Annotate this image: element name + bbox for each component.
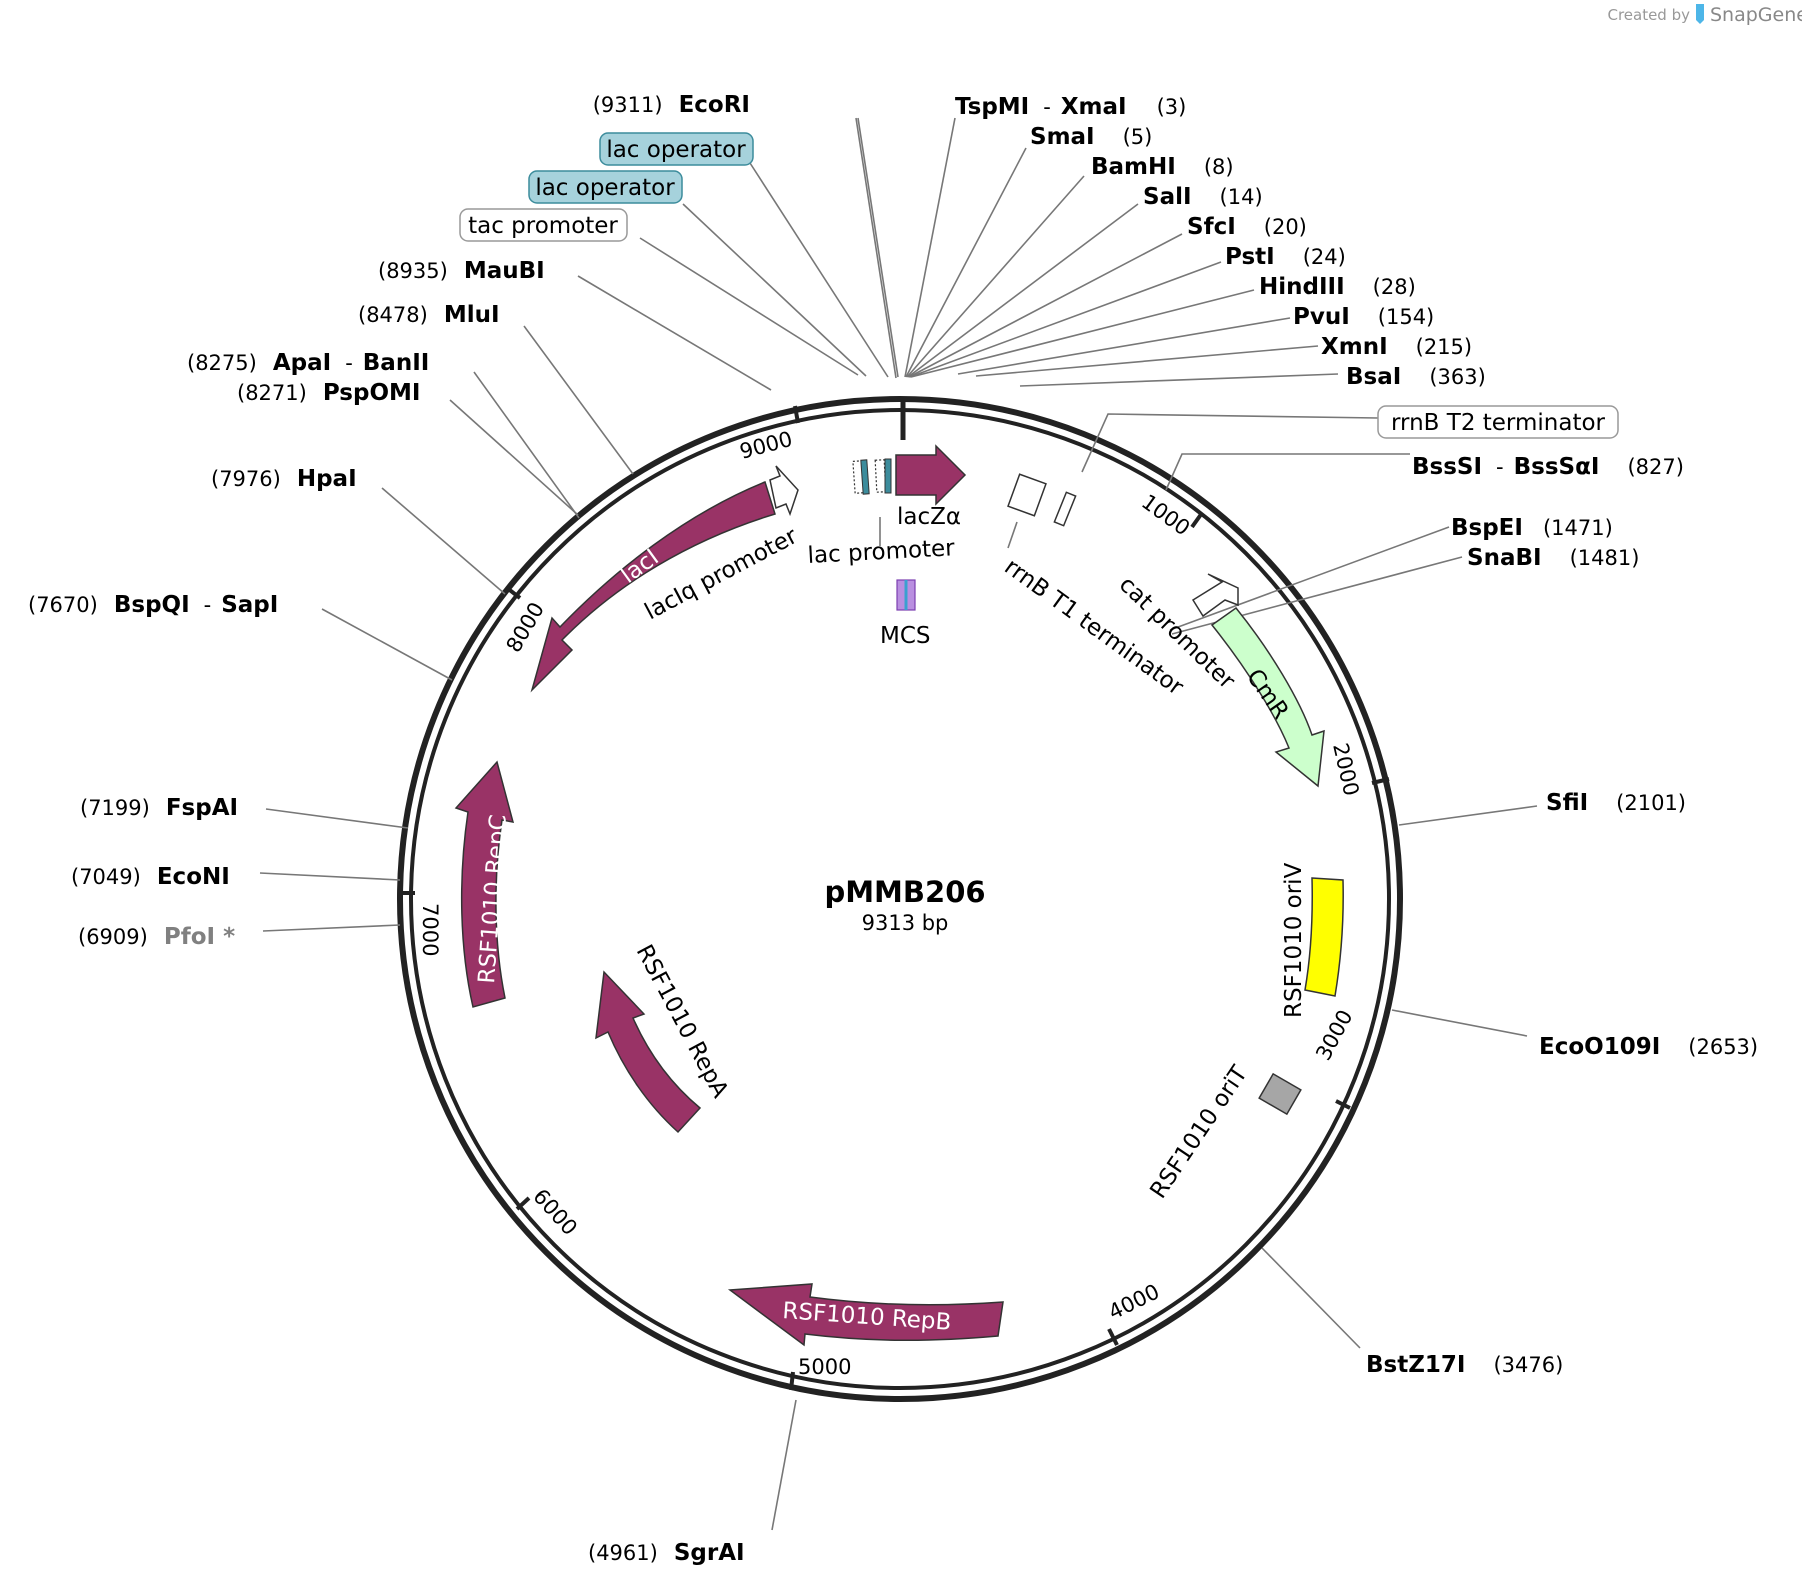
site-label-sali: SalI(14) [1143,184,1263,210]
site-label-econi: (7049)EcoNI [71,864,230,890]
tac-promoter-label: tac promoter [459,208,628,242]
rsf1010-orit-label: RSF1010 oriT [1145,1061,1253,1204]
site-label-psti: PstI(24) [1225,244,1346,270]
site-label-pspomi: (8271)PspOMI [237,380,420,406]
rrnb-t2-terminator-feature [1053,491,1077,527]
site-label-hpai: (7976)HpaI [211,466,357,492]
svg-text:tac promoter: tac promoter [468,213,618,239]
mcs-feature [896,579,916,611]
site-label-bsai: BsaI(363) [1346,364,1486,390]
site-label-sfii: SfiI(2101) [1546,790,1686,816]
site-label-maubi: (8935)MauBI [378,258,545,284]
site-label-apai-banii: (8275)ApaI-BanII [187,350,429,376]
site-leader-lines [259,117,1538,1531]
plasmid-length: 9313 bp [862,911,949,935]
mcs-label: MCS [880,623,931,649]
rsf1010-repa-feature [595,970,702,1134]
lacza-label: lacZα [897,504,961,530]
cat-promoter-feature [1191,573,1239,618]
tick-label-1000: 1000 [1137,490,1194,541]
laci-feature [530,480,776,693]
lac-operator-marks [852,458,892,495]
snapgene-logo-icon [1696,4,1704,24]
rsf1010-oriv-feature [1304,877,1344,997]
plasmid-name: pMMB206 [824,875,985,909]
site-label-bstz17i: BstZ17I(3476) [1366,1352,1563,1378]
site-label-ecori: (9311)EcoRI [593,92,750,118]
rsf1010-orit-feature [1258,1072,1302,1116]
svg-text:rrnB T2 terminator: rrnB T2 terminator [1391,410,1606,436]
laciq-promoter-feature [769,465,799,517]
site-label-pvui: PvuI(154) [1293,304,1434,330]
site-label-fspai: (7199)FspAI [80,795,238,821]
lacza-feature [895,444,967,506]
backbone-outer-ring [397,396,1403,1402]
site-label-tspmi-xmai: TspMI-XmaI(3) [955,94,1186,120]
site-label-bsssi-bssssai: BssSI-BssSαI(827) [1412,454,1684,480]
rrnb-t2-terminator-label: rrnB T2 terminator [1377,405,1619,439]
rsf1010-repc-feature [454,760,515,1008]
site-label-pfoi: (6909)PfoI * [78,924,235,950]
svg-text:lac operator: lac operator [535,175,675,201]
tick-label-5000: 5000 [798,1355,851,1379]
tick-label-3000: 3000 [1311,1006,1357,1064]
lac-operator-label-2: lac operator [528,170,683,204]
cmr-feature [1210,606,1325,788]
tick-label-9000: 9000 [737,427,795,464]
tick-label-2000: 2000 [1328,741,1363,798]
svg-text:lac operator: lac operator [606,137,746,163]
rsf1010-oriv-label: RSF1010 oriV [1281,862,1307,1018]
tick-marks [398,405,1390,1391]
site-label-bspei: BspEI(1471) [1451,515,1613,541]
backbone-inner-ring [409,408,1391,1390]
site-label-snabi: SnaBI(1481) [1467,545,1639,571]
site-label-hindiii: HindIII(28) [1259,274,1416,300]
site-label-xmni: XmnI(215) [1321,334,1472,360]
site-label-mlui: (8478)MluI [358,302,500,328]
site-label-smai: SmaI(5) [1030,124,1152,150]
site-label-sfci: SfcI(20) [1187,214,1307,240]
lac-promoter-label: lac promoter [807,535,956,569]
site-label-ecoo109i: EcoO109I(2653) [1539,1034,1758,1060]
site-label-sgrai: (4961)SgrAI [588,1540,745,1566]
created-by-credit: Created by [1607,6,1690,24]
tick-label-6000: 6000 [528,1184,582,1240]
tick-label-7000: 7000 [418,903,442,956]
site-label-bspqi-sapi: (7670)BspQI-SapI [28,592,278,618]
lac-operator-label-1: lac operator [599,132,754,166]
rsf1010-repb-feature [727,1283,1004,1347]
site-label-bamhi: BamHI(8) [1091,154,1234,180]
snapgene-brand: SnapGene [1710,4,1802,26]
rrnb-t1-terminator-feature [1007,473,1047,517]
